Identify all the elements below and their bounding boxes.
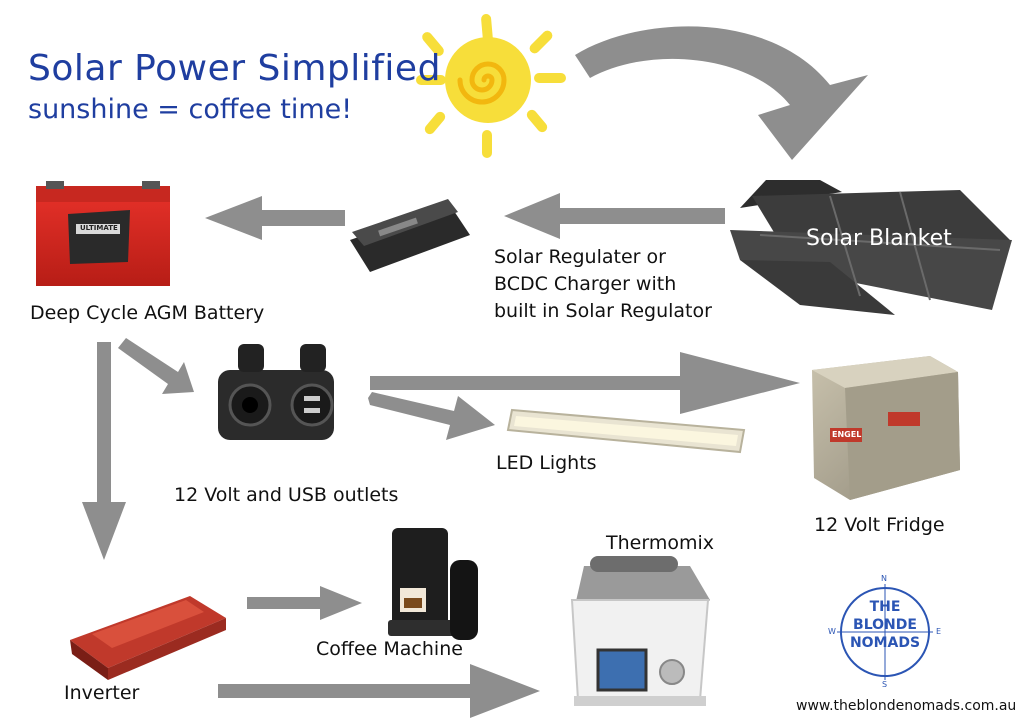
logo-line-3: NOMADS xyxy=(849,635,921,651)
logo-text: THE BLONDE NOMADS xyxy=(845,598,925,652)
logo-line-1: THE xyxy=(869,599,901,615)
regulator-to-battery-arrow xyxy=(205,196,345,240)
compass-e: E xyxy=(936,627,942,636)
regulator-label-line2: BCDC Charger with xyxy=(494,273,677,295)
fridge-label: 12 Volt Fridge xyxy=(814,514,945,536)
page-subtitle: sunshine = coffee time! xyxy=(28,94,353,125)
sun-icon xyxy=(416,14,566,158)
solar-blanket-label: Solar Blanket xyxy=(806,226,952,251)
compass-s: S xyxy=(882,680,888,689)
fridge-image xyxy=(812,356,960,500)
thermomix-label: Thermomix xyxy=(606,532,714,554)
website-url: www.theblondenomads.com.au xyxy=(796,698,1017,714)
coffee-machine-image xyxy=(388,528,478,640)
solar-blanket-image xyxy=(730,180,1012,315)
outlets-to-fridge-arrow xyxy=(370,352,800,414)
battery-brand-mark: ULTIMATE xyxy=(80,224,118,232)
compass-n: N xyxy=(881,574,887,583)
inverter-label: Inverter xyxy=(64,682,140,704)
regulator-image xyxy=(350,199,470,272)
outlets-image xyxy=(218,344,334,440)
thermomix-image xyxy=(570,556,710,706)
logo-line-2: BLONDE xyxy=(853,617,917,633)
outlets-to-led-arrow xyxy=(368,392,495,440)
inverter-to-coffee-arrow xyxy=(247,586,362,620)
page-title: Solar Power Simplified xyxy=(28,48,441,89)
outlets-label: 12 Volt and USB outlets xyxy=(174,484,399,506)
battery-to-inverter-arrow xyxy=(82,342,126,560)
led-lights-label: LED Lights xyxy=(496,452,597,474)
blanket-to-regulator-arrow xyxy=(504,193,725,239)
inverter-image xyxy=(70,596,226,680)
sun-to-blanket-arrow xyxy=(575,26,868,160)
battery-image xyxy=(36,181,170,286)
inverter-to-thermomix-arrow xyxy=(218,664,540,718)
regulator-label-line1: Solar Regulater or xyxy=(494,246,666,268)
coffee-machine-label: Coffee Machine xyxy=(316,638,463,660)
compass-w: W xyxy=(828,627,836,636)
fridge-brand-mark: ENGEL xyxy=(832,430,862,439)
led-light-image xyxy=(506,408,746,454)
regulator-label-line3: built in Solar Regulator xyxy=(494,300,712,322)
regulator-label: Solar Regulater or BCDC Charger with bui… xyxy=(494,244,712,325)
battery-label: Deep Cycle AGM Battery xyxy=(30,302,265,324)
battery-to-outlets-arrow xyxy=(118,338,194,394)
blonde-nomads-logo xyxy=(837,584,933,680)
